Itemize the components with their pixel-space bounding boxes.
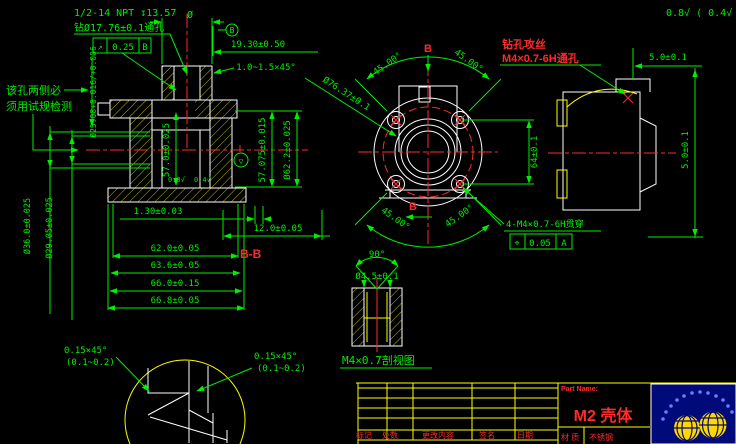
thread-note: 4-M4×0.7-6H贯穿: [506, 218, 584, 230]
dim-57-0: 57.0±0.025: [162, 123, 172, 177]
dim-4-5: Ø4.5±0.1: [355, 271, 398, 282]
m4-view-label: M4×0.7剖视图: [342, 353, 415, 367]
chamfer-callout-right-1: 0.15×45°: [254, 352, 297, 362]
dim-1-30: 1.30±0.03: [134, 207, 183, 217]
dim-5-0-right: 5.0±0.1: [681, 131, 691, 169]
bolt-holes: [387, 111, 469, 193]
dim-57-075: 57.075±0.015: [258, 117, 268, 182]
rev-header-sign: 签名: [479, 430, 495, 440]
fcf2-symbol: ⌖: [514, 239, 519, 249]
rev-header-mark: 标记: [356, 430, 372, 440]
chamfer-callout-left-2: (0.1~0.2): [66, 358, 115, 368]
part-name: M2 壳体: [574, 406, 634, 425]
logo-arc-text: [661, 390, 734, 421]
dim-76-37: Ø76.37±0.1: [321, 75, 372, 114]
dim-62-2: Ø62.2±0.025: [282, 120, 293, 180]
drill-note: 钻Ø17.76±0.1通孔: [74, 21, 164, 34]
dim-64: 64±0.1: [530, 136, 540, 169]
drilltap-note-line2: M4×0.7-6H通孔: [502, 52, 579, 65]
logo-globes: [674, 411, 727, 442]
chamfer-detail-view: 0.15×45° (0.1~0.2) 0.15×45° (0.1~0.2): [64, 346, 306, 444]
roughness-note-top: 0.8√ ( 0.4√ ): [666, 7, 736, 19]
finish-symbol: ▽: [239, 157, 244, 166]
material-label: 材 质: [561, 432, 579, 442]
fcf1-datum: B: [142, 43, 147, 53]
section-label-bb: B-B: [240, 247, 262, 261]
dim-5-0-top: 5.0±0.1: [649, 53, 687, 63]
fcf2-value: 0.05: [529, 239, 551, 249]
dim-36-0: Ø36.0±0.025: [22, 198, 33, 254]
drilltap-note-line1: 钻孔攻丝: [502, 37, 546, 51]
section-view-bb: ▽ 0.8√ 0.4√: [86, 14, 308, 203]
angle-45-top-left: 45.00°: [372, 51, 404, 78]
datum-flag-b: B: [230, 26, 235, 35]
angle-45-bottom-left: 45.00°: [379, 206, 411, 233]
dim-66-0: 66.0±0.15: [151, 279, 200, 289]
fcf2-datum: A: [561, 239, 567, 249]
fcf1-value: 0.25: [112, 43, 134, 53]
chamfer-callout-left-1: 0.15×45°: [64, 346, 107, 356]
rev-header-date: 日期: [517, 431, 533, 440]
fcf1-symbol: ↗: [97, 43, 102, 53]
front-view: 45.00° 45.00° 45.00° 45.00° B B 64±0.1 Ø…: [304, 43, 601, 250]
dim-12-0: 12.0±0.05: [254, 224, 303, 234]
dim-62-0: 62.0±0.05: [151, 244, 200, 254]
angle-45-bottom-right: 45.00°: [444, 203, 476, 230]
dim-19-30: 19.30±0.50: [231, 40, 285, 50]
section-view-annotations: 1/2-14 NPT ↧13.57 钻Ø17.76±0.1通孔 ↗ 0.25 B…: [6, 8, 330, 320]
title-block: 标记 处数 更改内容 签名 日期 Part Name: M2 壳体 材 质 不锈…: [356, 382, 736, 444]
inspect-note-line1: 该孔两侧必: [6, 83, 61, 97]
dim-90: 90°: [369, 250, 385, 260]
roughness-mark-04: 0.4√: [194, 176, 212, 184]
company-logo: [650, 383, 736, 444]
section-arrow-b-top: B: [424, 43, 432, 55]
m4-detail-view: 90° Ø4.5±0.1 M4×0.7剖视图: [340, 250, 432, 369]
dim-25-08: Ø25.08+0.016/+0.006: [88, 46, 98, 138]
dim-29-05: Ø29.05±0.025: [44, 197, 55, 258]
side-view: 钻孔攻丝 M4×0.7-6H通孔 5.0±0.1 5.0±0.1: [500, 37, 703, 238]
material-value: 不锈钢: [589, 432, 613, 442]
section-arrow-b-bottom: B: [409, 201, 417, 213]
rev-header-qty: 处数: [382, 430, 398, 440]
rev-header-change: 更改内容: [422, 430, 454, 440]
dim-phi: Ø: [187, 9, 193, 21]
dim-63-6: 63.6±0.05: [151, 261, 200, 271]
npt-note: 1/2-14 NPT ↧13.57: [74, 8, 176, 19]
dim-66-8: 66.8±0.05: [151, 296, 200, 306]
inspect-note-line2: 须用试规检测: [6, 99, 72, 113]
chamfer-callout-right-2: (0.1~0.2): [257, 364, 306, 374]
part-name-label: Part Name:: [561, 386, 598, 393]
dim-chamfer: 1.0~1.5×45°: [236, 63, 296, 73]
